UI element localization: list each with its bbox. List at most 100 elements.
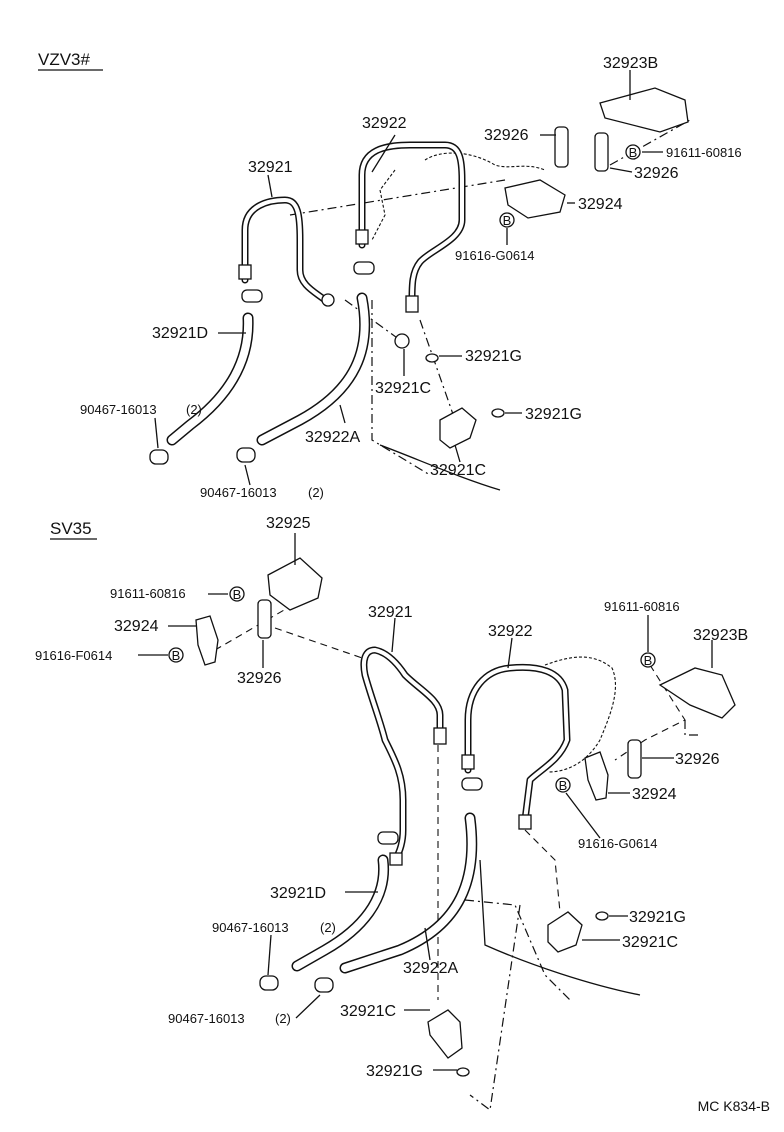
pipe-32921-inner [361,648,442,862]
label-32921c: 32921C [340,1003,396,1020]
label-32926: 32926 [237,670,282,687]
section-title-vzv3: VZV3# [38,50,91,69]
label-90467-16013: 90467-16013 [168,1011,245,1026]
union-32921c [547,911,583,953]
reference-line [524,829,561,913]
leader-line [267,174,273,198]
label-32921d: 32921D [152,325,208,342]
bolt-symbol [168,647,184,663]
gasket-32921g [595,911,609,921]
label-90467-16013: 90467-16013 [80,402,157,417]
engine-outline [371,169,396,241]
bolt-symbol [640,652,656,668]
pipe-fitting [433,727,447,745]
bracket-32925 [267,557,323,611]
section-sv35: SV35 [35,515,770,1114]
hose-32922a-inner [341,814,476,972]
reference-line [609,119,691,166]
hose-clamp [149,449,169,465]
hose-32921d-inner [293,856,388,970]
pipe-fitting [518,814,532,830]
hose-32926 [594,132,609,172]
label-32921c: 32921C [375,380,431,397]
label-32922: 32922 [362,115,407,132]
label-32924: 32924 [578,196,623,213]
hose-32926 [257,599,272,639]
engine-edge-line [479,859,641,996]
pipe-fitting [405,295,419,313]
bolt-symbol-letter: B [559,778,568,793]
clamp [377,831,399,845]
leader-line [154,417,159,449]
leader-line [244,464,251,486]
label-90467-16013: 90467-16013 [212,920,289,935]
leader-line [391,617,396,653]
label-32926: 32926 [634,165,679,182]
pipe-fitting [461,754,475,770]
reference-line [274,627,369,661]
leader-line [454,444,461,463]
leader-line [295,994,321,1019]
hose-32926 [627,739,642,779]
label-32922: 32922 [488,623,533,640]
hose-clamp [314,977,334,993]
label-32925: 32925 [266,515,311,532]
label-32921g: 32921G [525,406,582,423]
reference-line [371,300,431,476]
engine-outline [544,656,616,773]
pipe-nut [321,293,335,307]
bolt-symbol [555,777,571,793]
gasket-32921g [456,1067,470,1077]
section-title-sv35: SV35 [50,519,92,538]
label-32926: 32926 [675,751,720,768]
union-32921c [394,333,410,349]
reference-line [469,904,521,1112]
label-91611-60816: 91611-60816 [604,599,680,614]
label-91611-60816: 91611-60816 [110,586,186,601]
hose-32921d-inner [168,314,253,444]
bolt-symbol-letter: B [172,648,181,663]
bracket-32923b [599,87,689,133]
hose-32922a [256,292,371,446]
bolt-symbol-letter: B [233,587,242,602]
reference-line [684,720,700,736]
leader-line [609,167,633,173]
bracket-32924 [584,751,609,801]
clamp [241,289,263,303]
label-32921: 32921 [248,159,293,176]
leader-line [267,934,272,976]
reference-line [419,319,456,421]
gasket-32921g [425,353,439,363]
engine-edge-line [379,444,501,491]
label-90467-16013: 90467-16013 [200,485,277,500]
label-32921c: 32921C [430,462,486,479]
label-32923b: 32923B [603,55,658,72]
hose-clamp [259,975,279,991]
pipe-32921 [241,196,329,304]
label-32921g: 32921G [366,1063,423,1080]
bolt-symbol-letter: B [503,213,512,228]
hose-32926 [554,126,569,168]
reference-line [289,179,506,216]
label-91616-g0614: 91616-G0614 [578,836,658,851]
leader-line [507,637,513,669]
label-32921d: 32921D [270,885,326,902]
engine-outline [424,152,546,171]
leader-line [339,404,346,424]
reference-line [464,899,571,1001]
leader-line [371,134,396,173]
section-vzv3: VZV3# [38,50,742,500]
label-32923b: 32923B [693,627,748,644]
bracket-32924 [195,615,219,666]
label-32922a: 32922A [305,429,360,446]
label-91616-g0614: 91616-G0614 [455,248,535,263]
bolt-symbol-letter: B [644,653,653,668]
label-32926: 32926 [484,127,529,144]
clamp [461,777,483,791]
pipe-fitting [238,264,252,280]
pipe-32922 [464,663,571,824]
label-qty: (2) [308,485,324,500]
bolt-symbol-letter: B [629,145,638,160]
label-32921g: 32921G [629,909,686,926]
